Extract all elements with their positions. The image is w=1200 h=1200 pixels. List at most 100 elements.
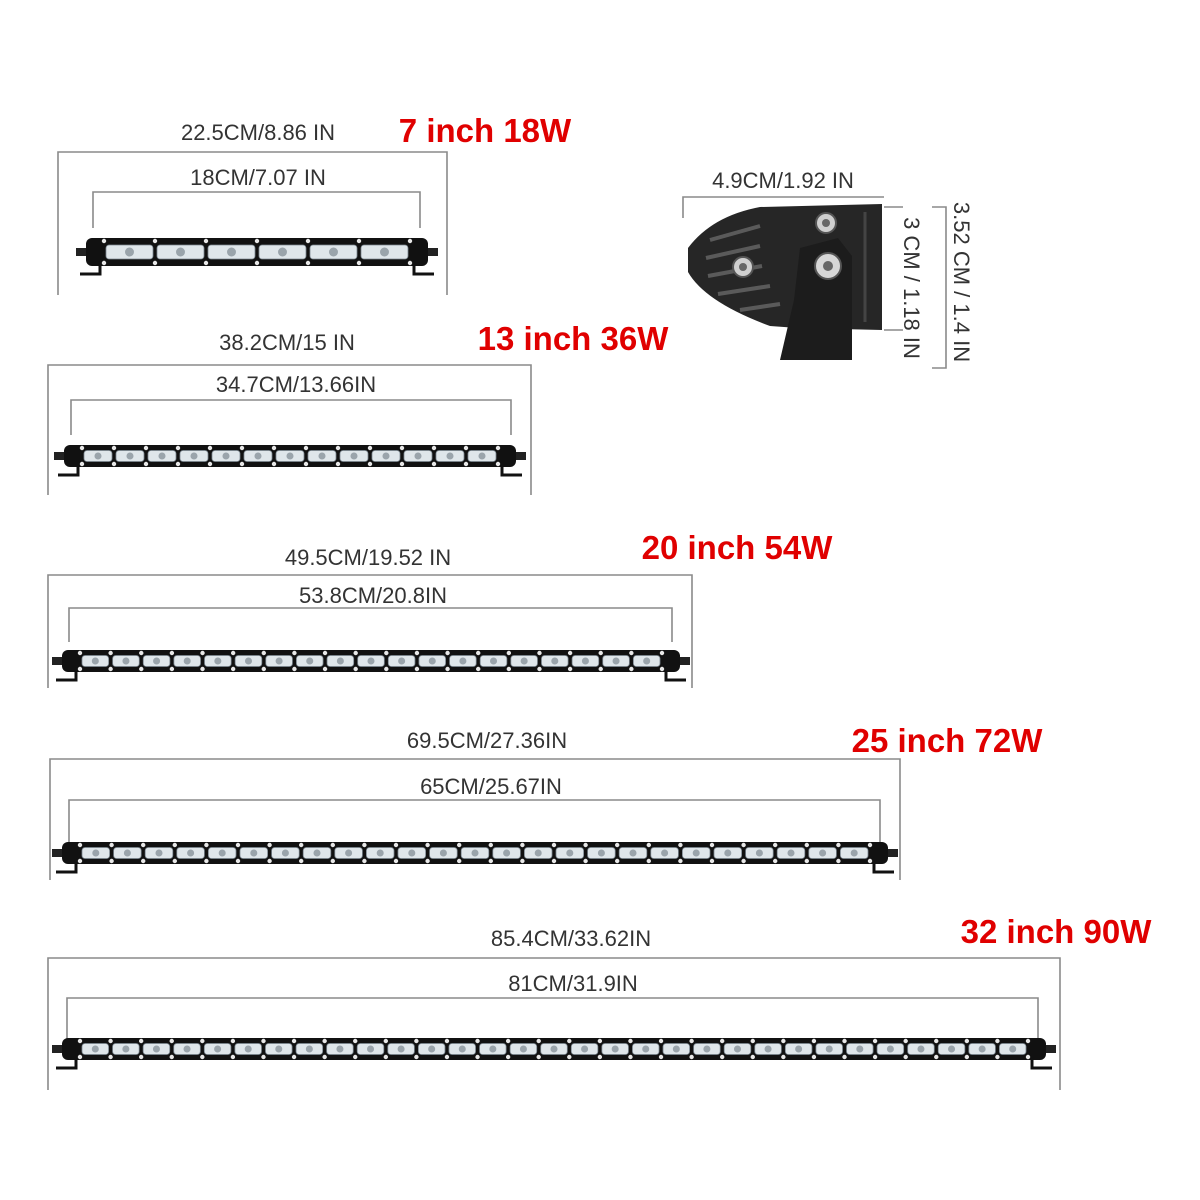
led-chip: [329, 247, 338, 257]
led-chip: [155, 849, 163, 857]
led-chip: [459, 657, 467, 665]
housing-screw: [330, 858, 335, 864]
inner-dimension-label: 18CM/7.07 IN: [190, 165, 326, 190]
housing-screw: [235, 842, 241, 848]
housing-screw: [169, 1038, 174, 1044]
housing-screw: [230, 1054, 236, 1060]
housing-screw: [77, 842, 83, 848]
housing-screw: [567, 1054, 572, 1060]
model-title: 20 inch 54W: [642, 529, 834, 566]
end-connector: [52, 657, 66, 665]
housing-screw: [658, 1038, 664, 1044]
housing-screw: [383, 1038, 389, 1044]
mounting-foot: [664, 672, 686, 682]
led-chip: [643, 657, 651, 665]
housing-screw: [261, 1054, 266, 1060]
side-width-label: 4.9CM/1.92 IN: [712, 168, 854, 193]
led-chip: [281, 849, 289, 857]
housing-screw: [108, 1038, 113, 1044]
led-chip: [91, 657, 99, 665]
led-chip: [158, 452, 166, 460]
housing-screw: [414, 1054, 419, 1060]
led-chip: [126, 452, 134, 460]
housing-screw: [842, 1038, 847, 1044]
housing-screw: [995, 1054, 1000, 1060]
housing-screw: [583, 842, 588, 848]
housing-screw: [271, 461, 277, 467]
housing-screw: [305, 260, 311, 266]
mounting-foot: [1030, 1060, 1052, 1070]
housing-screw: [261, 650, 266, 656]
housing-screw: [598, 666, 603, 672]
housing-screw: [393, 842, 399, 848]
housing-screw: [537, 666, 542, 672]
housing-screw: [506, 666, 512, 672]
mounting-foot: [412, 266, 434, 276]
housing-screw: [750, 1054, 755, 1060]
model-title: 32 inch 90W: [961, 913, 1153, 950]
led-chip: [733, 1045, 742, 1053]
housing-screw: [867, 858, 873, 864]
side-inner-height-bracket: [884, 206, 903, 331]
housing-screw: [303, 461, 309, 467]
bar-group-20-inch: 49.5CM/19.52 IN 53.8CM/20.8IN 20 inch 54…: [47, 529, 834, 688]
led-chip: [275, 657, 283, 665]
housing-screw: [261, 666, 266, 672]
housing-screw: [536, 1054, 541, 1060]
inner-dimension-bracket: [68, 607, 673, 642]
housing-screw: [719, 1054, 725, 1060]
outer-dimension-bracket: [47, 364, 532, 495]
housing-screw: [551, 858, 557, 864]
led-chip: [286, 452, 294, 460]
housing-screw: [709, 842, 715, 848]
housing-screw: [139, 666, 144, 672]
mount-bolt-center-icon: [823, 261, 833, 271]
housing-screw: [384, 666, 389, 672]
housing-screw: [488, 842, 493, 848]
housing-screw: [207, 461, 213, 467]
housing-screw: [444, 1054, 450, 1060]
led-chip: [183, 657, 191, 665]
bar-group-13-inch: 38.2CM/15 IN 34.7CM/13.66IN 13 inch 36W: [47, 320, 669, 495]
led-chip: [755, 849, 763, 857]
outer-dimension-label: 85.4CM/33.62IN: [491, 926, 651, 951]
housing-screw: [773, 858, 778, 864]
housing-screw: [520, 842, 525, 848]
led-chip: [94, 452, 102, 460]
end-connector: [76, 248, 90, 256]
housing-screw: [175, 445, 181, 451]
housing-screw: [303, 445, 309, 451]
housing-screw: [995, 1038, 1000, 1044]
led-chip: [428, 1045, 436, 1053]
housing-screw: [444, 1038, 450, 1044]
housing-screw: [79, 445, 85, 451]
housing-screw: [811, 1038, 817, 1044]
housing-screw: [646, 842, 651, 848]
housing-screw: [431, 461, 437, 467]
housing-screw: [139, 650, 144, 656]
led-chip: [611, 1045, 619, 1053]
housing-screw: [230, 650, 236, 656]
led-chip: [612, 657, 620, 665]
housing-screw: [872, 1054, 878, 1060]
led-chip: [382, 452, 390, 460]
led-chip: [948, 1045, 956, 1053]
housing-screw: [267, 842, 272, 848]
led-chip: [724, 849, 732, 857]
led-chip: [367, 657, 375, 665]
housing-screw: [407, 238, 413, 244]
led-chip: [398, 657, 406, 665]
model-title: 7 inch 18W: [399, 112, 572, 149]
led-chip: [376, 849, 384, 857]
end-connector: [54, 452, 68, 460]
led-chip: [122, 1045, 130, 1053]
housing-screw: [169, 666, 175, 672]
housing-screw: [551, 842, 557, 848]
housing-screw: [362, 842, 367, 848]
housing-screw: [322, 1054, 327, 1060]
housing-screw: [867, 842, 873, 848]
led-chip: [886, 1045, 894, 1053]
housing-screw: [356, 260, 362, 266]
inner-dimension-bracket: [68, 799, 881, 842]
led-chip: [214, 657, 222, 665]
